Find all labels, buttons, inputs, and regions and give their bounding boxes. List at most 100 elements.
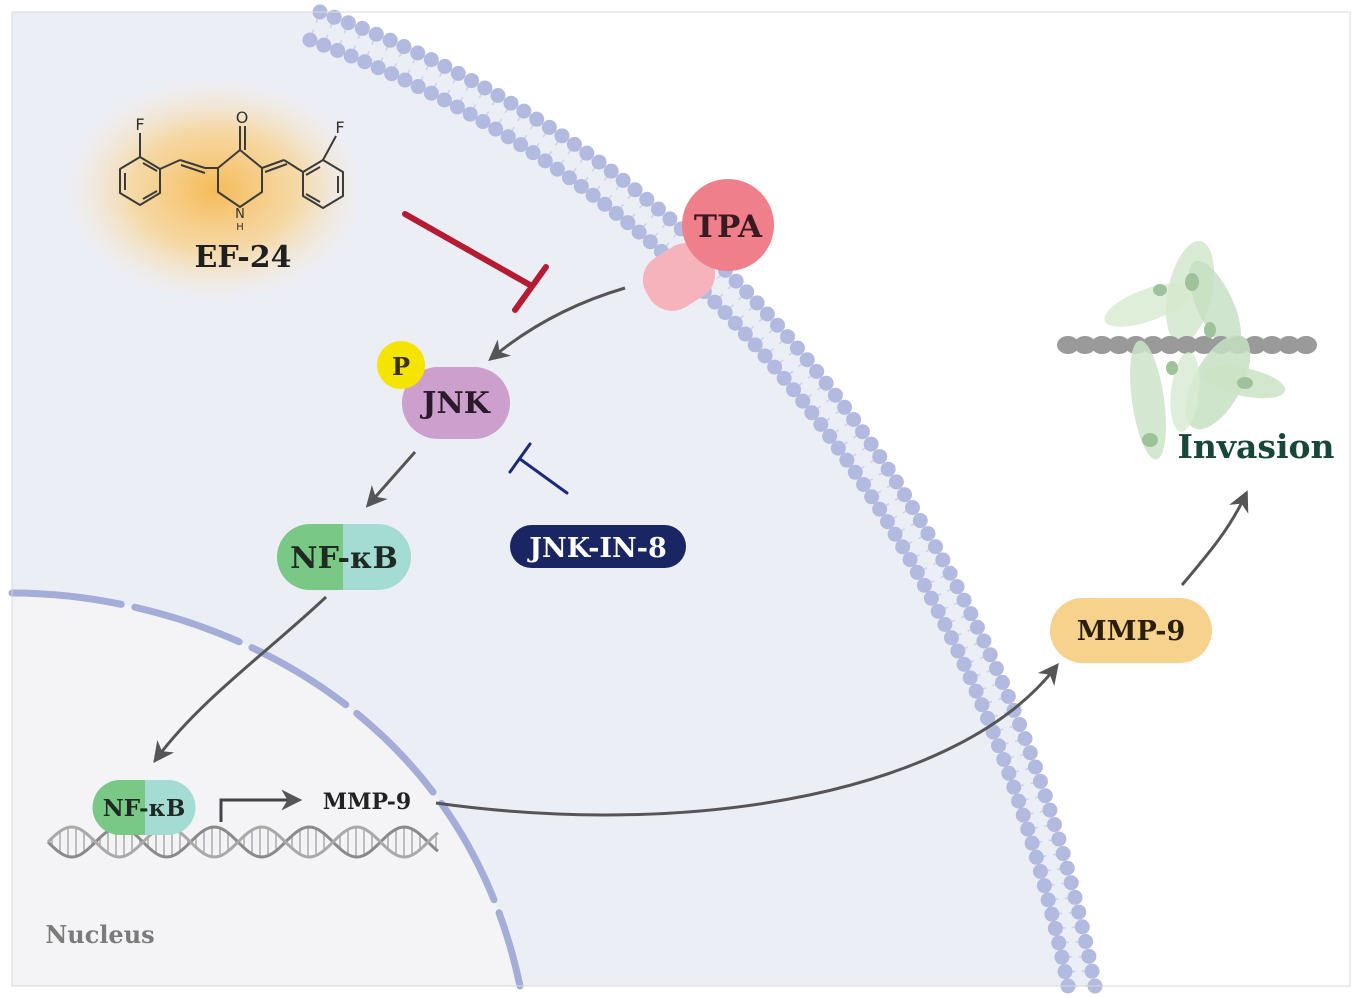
- lipid-head: [585, 187, 601, 203]
- lipid-head: [525, 145, 541, 161]
- lipid-head: [776, 370, 792, 386]
- right-benzene-ring: [302, 159, 344, 209]
- membrane-bead: [1176, 336, 1198, 354]
- lipid-head: [541, 119, 557, 135]
- lipid-head: [897, 487, 913, 503]
- lipid-head: [464, 73, 480, 89]
- arrow-mmp9-export: [435, 663, 1059, 817]
- lipid-head: [982, 647, 998, 663]
- lipid-head: [1032, 863, 1048, 879]
- lipid-head: [503, 95, 519, 111]
- lipid-head: [340, 15, 356, 31]
- lipid-head: [930, 603, 946, 619]
- lipid-head: [1051, 831, 1067, 847]
- phospho-badge: [377, 341, 425, 389]
- lipid-head: [809, 363, 825, 379]
- nfkb-nucleus-label: NF-κB: [103, 795, 186, 822]
- lipid-head: [516, 103, 532, 119]
- lipid-head: [1006, 779, 1022, 795]
- lipid-head: [1081, 948, 1097, 964]
- lipid-head: [937, 616, 953, 632]
- lipid-head: [839, 452, 855, 468]
- invasion-illustration: [1057, 240, 1317, 460]
- membrane-bead: [1074, 336, 1096, 354]
- mmp9-node: [1050, 598, 1212, 663]
- lipid-head: [813, 416, 829, 432]
- lipid-head: [357, 54, 373, 70]
- ef24-atom-f-right: F: [335, 118, 344, 137]
- lipid-head: [554, 128, 570, 144]
- lipid-head: [863, 436, 879, 452]
- lipid-head: [985, 724, 1001, 740]
- lipid-head: [749, 295, 765, 311]
- ef24-atom-n: N: [235, 207, 245, 222]
- lipid-head: [950, 643, 966, 659]
- lipid-head: [991, 738, 1007, 754]
- mmp9-gene-label: MMP-9: [323, 789, 411, 815]
- lipid-head: [1063, 875, 1079, 891]
- lipid-head: [1054, 949, 1070, 965]
- lipid-head: [1059, 860, 1075, 876]
- lipid-head: [642, 234, 658, 250]
- lipid-head: [887, 526, 903, 542]
- lipid-head: [757, 348, 773, 364]
- invasion-label: Invasion: [1177, 427, 1334, 466]
- lipid-head: [717, 305, 733, 321]
- lipid-head: [591, 154, 607, 170]
- tpa-label: TPA: [694, 209, 763, 245]
- lipid-head: [370, 60, 386, 76]
- lipid-head: [770, 317, 786, 333]
- tpa-receptor: [642, 243, 716, 311]
- lipid-head: [1027, 759, 1043, 775]
- membrane-bead: [1193, 336, 1215, 354]
- phospho-label: P: [392, 352, 410, 381]
- lipid-head: [462, 106, 478, 122]
- nfkb-cytoplasm-label: NF-κB: [290, 541, 398, 576]
- lipid-head: [573, 178, 589, 194]
- lipid-head: [872, 449, 888, 465]
- lipid-head: [608, 205, 624, 221]
- lipid-head: [968, 683, 984, 699]
- lipid-head: [302, 32, 318, 48]
- lipid-head: [382, 32, 398, 48]
- lipid-head: [943, 630, 959, 646]
- jnk-node: [402, 367, 510, 439]
- lipid-head: [737, 326, 753, 342]
- lipid-head: [854, 424, 870, 440]
- lipid-head: [1020, 821, 1036, 837]
- transcription-arrow: [219, 789, 303, 822]
- lipid-head: [879, 514, 895, 530]
- lipid-head: [827, 387, 843, 403]
- mmp9-protein-label: MMP-9: [1077, 616, 1186, 647]
- lipid-head: [561, 170, 577, 186]
- lipid-head: [1046, 817, 1062, 833]
- lipid-head: [490, 87, 506, 103]
- lipid-head: [513, 137, 529, 153]
- lipid-head: [804, 405, 820, 421]
- nuclear-envelope: [8, 589, 524, 990]
- lipid-head: [620, 215, 636, 231]
- lipid-head: [368, 26, 384, 42]
- lipid-head: [449, 99, 465, 115]
- lipid-head: [847, 464, 863, 480]
- lipid-head: [330, 42, 346, 58]
- ef24-atom-o: O: [236, 108, 249, 127]
- lipid-head: [1036, 878, 1052, 894]
- lipid-head: [423, 85, 439, 101]
- lipid-head: [974, 697, 990, 713]
- lipid-head: [477, 80, 493, 96]
- arrow-nfkb-to-nucleus: [153, 595, 328, 764]
- tpa-node: [682, 179, 774, 271]
- lipid-head: [1024, 835, 1040, 851]
- nfkb-cytoplasm-node: [277, 524, 411, 590]
- lipid-head: [1047, 920, 1063, 936]
- lipid-head: [949, 579, 965, 595]
- lipid-head: [1017, 731, 1033, 747]
- lipid-head: [343, 48, 359, 64]
- lipid-head: [927, 539, 943, 555]
- membrane-bead: [1159, 336, 1181, 354]
- lipid-head: [935, 552, 951, 568]
- lipid-head: [988, 661, 1004, 677]
- basement-membrane: [1057, 336, 1317, 354]
